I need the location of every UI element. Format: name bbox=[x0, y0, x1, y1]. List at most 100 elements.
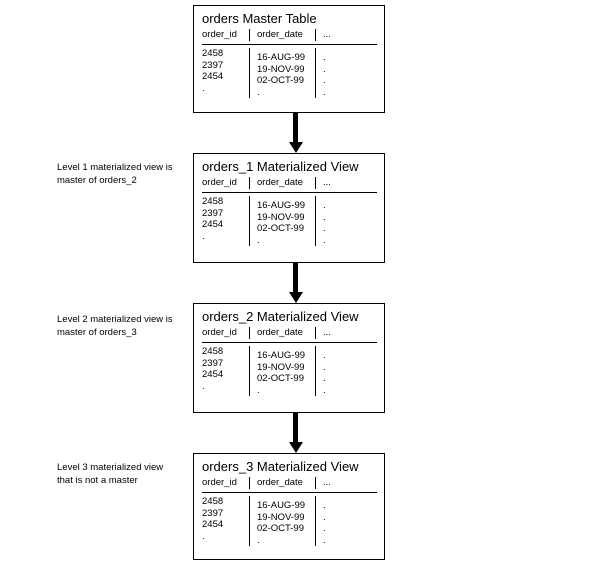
column-header-order-id: order_id bbox=[202, 177, 237, 188]
column-cells-order-date: 16-AUG-99 19-NOV-99 02-OCT-99 . bbox=[249, 48, 315, 98]
table-cell: 02-OCT-99 bbox=[257, 75, 304, 86]
column-cells-ellipsis: . . . . bbox=[315, 346, 365, 396]
table-body: 2458 2397 2454 . 16-AUG-99 19-NOV-99 02-… bbox=[202, 193, 377, 246]
table-body: 2458 2397 2454 . 16-AUG-99 19-NOV-99 02-… bbox=[202, 45, 377, 98]
table-cell: 2458 bbox=[202, 346, 224, 357]
entity-box-orders-2: orders_2 Materialized View order_id orde… bbox=[193, 303, 385, 413]
table-cell: 16-AUG-99 bbox=[257, 200, 306, 211]
table-cell: . bbox=[323, 361, 326, 373]
table-cell: . bbox=[323, 200, 326, 211]
arrow-head-icon bbox=[289, 442, 303, 453]
table-cell: . bbox=[323, 511, 326, 523]
table-cell: 2397 bbox=[202, 507, 224, 519]
table-cell: . bbox=[202, 380, 205, 392]
mini-table: order_id order_date ... 2458 2397 2454 .… bbox=[202, 177, 377, 246]
entity-title: orders_2 Materialized View bbox=[202, 309, 359, 324]
table-cell: 02-OCT-99 bbox=[257, 223, 304, 234]
annotation-line: that is not a master bbox=[57, 475, 138, 486]
arrow-shaft bbox=[293, 413, 298, 442]
table-cell: . bbox=[202, 230, 205, 242]
annotation-line: Level 3 materialized view bbox=[57, 462, 164, 473]
column-cells-order-id: 2458 2397 2454 . bbox=[202, 346, 249, 396]
table-cell: 2454 bbox=[202, 71, 224, 82]
table-cell: 2397 bbox=[202, 59, 224, 71]
table-cell: 2454 bbox=[202, 519, 224, 530]
header-rule bbox=[202, 44, 377, 45]
column-cells-order-date: 16-AUG-99 19-NOV-99 02-OCT-99 . bbox=[249, 496, 315, 546]
arrow-shaft bbox=[293, 113, 298, 142]
table-cell: 16-AUG-99 bbox=[257, 500, 306, 511]
column-cells-order-id: 2458 2397 2454 . bbox=[202, 496, 249, 546]
table-body: 2458 2397 2454 . 16-AUG-99 19-NOV-99 02-… bbox=[202, 493, 377, 546]
table-cell: 2454 bbox=[202, 219, 224, 230]
table-header-row: order_id order_date ... bbox=[202, 177, 377, 192]
header-rule bbox=[202, 192, 377, 193]
table-header-row: order_id order_date ... bbox=[202, 29, 377, 44]
table-cell: . bbox=[202, 530, 205, 542]
table-cell: . bbox=[323, 75, 326, 86]
column-cells-ellipsis: . . . . bbox=[315, 196, 365, 246]
column-header-ellipsis: ... bbox=[315, 327, 365, 339]
table-cell: . bbox=[323, 500, 326, 511]
table-cell: 19-NOV-99 bbox=[257, 211, 305, 223]
annotation-level-2: Level 2 materialized view is master of o… bbox=[57, 313, 192, 339]
column-header-ellipsis: ... bbox=[315, 177, 365, 189]
table-cell: . bbox=[257, 384, 260, 396]
table-cell: 02-OCT-99 bbox=[257, 523, 304, 534]
column-cells-order-date: 16-AUG-99 19-NOV-99 02-OCT-99 . bbox=[249, 346, 315, 396]
table-cell: 19-NOV-99 bbox=[257, 361, 305, 373]
entity-title: orders_1 Materialized View bbox=[202, 159, 359, 174]
arrow-orders-1-to-orders-2 bbox=[289, 263, 303, 303]
table-cell: . bbox=[323, 350, 326, 361]
table-header-row: order_id order_date ... bbox=[202, 327, 377, 342]
annotation-line: Level 1 materialized view is bbox=[57, 162, 173, 173]
table-cell: 19-NOV-99 bbox=[257, 511, 305, 523]
table-cell: 2458 bbox=[202, 496, 224, 507]
mini-table: order_id order_date ... 2458 2397 2454 .… bbox=[202, 327, 377, 396]
annotation-line: Level 2 materialized view is bbox=[57, 314, 173, 325]
column-header-ellipsis: ... bbox=[315, 29, 365, 41]
table-cell: . bbox=[323, 52, 326, 63]
column-header-order-id: order_id bbox=[202, 29, 237, 40]
column-header-order-id: order_id bbox=[202, 327, 237, 338]
table-cell: . bbox=[257, 86, 260, 98]
table-cell: 2458 bbox=[202, 196, 224, 207]
table-cell: . bbox=[323, 223, 326, 234]
column-cells-ellipsis: . . . . bbox=[315, 48, 365, 98]
table-header-row: order_id order_date ... bbox=[202, 477, 377, 492]
arrow-master-to-orders-1 bbox=[289, 113, 303, 153]
table-cell: 2397 bbox=[202, 207, 224, 219]
mini-table: order_id order_date ... 2458 2397 2454 .… bbox=[202, 477, 377, 546]
column-header-order-date: order_date bbox=[249, 29, 315, 41]
column-header-ellipsis: ... bbox=[315, 477, 365, 489]
table-cell: 02-OCT-99 bbox=[257, 373, 304, 384]
table-cell: . bbox=[323, 86, 326, 98]
column-cells-order-id: 2458 2397 2454 . bbox=[202, 196, 249, 246]
table-cell: 16-AUG-99 bbox=[257, 52, 306, 63]
arrow-shaft bbox=[293, 263, 298, 292]
table-cell: 2454 bbox=[202, 369, 224, 380]
mini-table: order_id order_date ... 2458 2397 2454 .… bbox=[202, 29, 377, 98]
column-header-order-id: order_id bbox=[202, 477, 237, 488]
table-cell: . bbox=[323, 523, 326, 534]
header-rule bbox=[202, 492, 377, 493]
arrow-head-icon bbox=[289, 142, 303, 153]
table-cell: 2458 bbox=[202, 48, 224, 59]
table-cell: . bbox=[257, 234, 260, 246]
column-header-order-date: order_date bbox=[249, 327, 315, 339]
table-cell: . bbox=[323, 384, 326, 396]
column-header-order-date: order_date bbox=[249, 177, 315, 189]
annotation-level-3: Level 3 materialized view that is not a … bbox=[57, 461, 192, 487]
arrow-head-icon bbox=[289, 292, 303, 303]
column-cells-order-id: 2458 2397 2454 . bbox=[202, 48, 249, 98]
column-header-order-date: order_date bbox=[249, 477, 315, 489]
table-cell: . bbox=[323, 211, 326, 223]
table-cell: . bbox=[323, 234, 326, 246]
column-cells-order-date: 16-AUG-99 19-NOV-99 02-OCT-99 . bbox=[249, 196, 315, 246]
table-body: 2458 2397 2454 . 16-AUG-99 19-NOV-99 02-… bbox=[202, 343, 377, 396]
annotation-line: master of orders_2 bbox=[57, 175, 137, 186]
table-cell: 19-NOV-99 bbox=[257, 63, 305, 75]
entity-box-orders-1: orders_1 Materialized View order_id orde… bbox=[193, 153, 385, 263]
entity-title: orders_3 Materialized View bbox=[202, 459, 359, 474]
